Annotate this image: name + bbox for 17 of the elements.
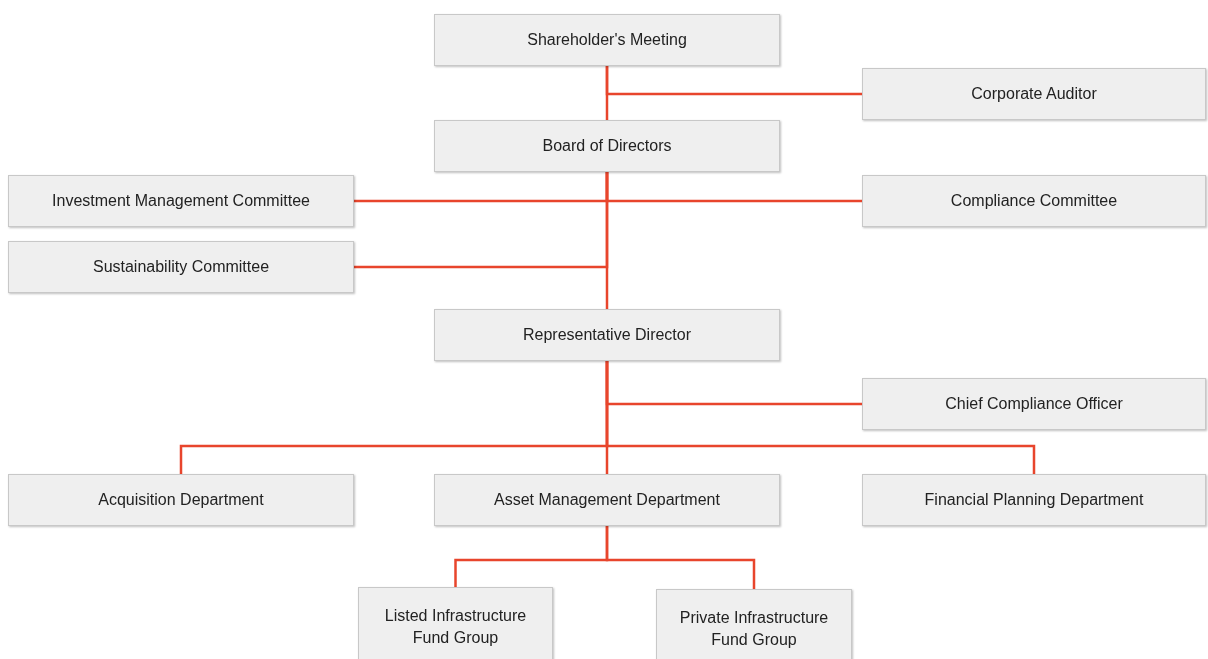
org-box: Asset Management Department (434, 474, 780, 526)
org-box: Acquisition Department (8, 474, 354, 526)
org-box: Listed Infrastructure Fund Group (358, 587, 553, 659)
connector-line (605, 361, 1036, 474)
org-box: Corporate Auditor (862, 68, 1206, 120)
org-box: Sustainability Committee (8, 241, 354, 293)
connector-line (605, 172, 609, 309)
connector-line (605, 526, 756, 589)
org-box: Investment Management Committee (8, 175, 354, 227)
connector-line (605, 66, 862, 96)
org-box: Financial Planning Department (862, 474, 1206, 526)
org-box: Shareholder's Meeting (434, 14, 780, 66)
org-box: Private Infrastructure Fund Group (656, 589, 852, 659)
org-box: Compliance Committee (862, 175, 1206, 227)
org-box: Chief Compliance Officer (862, 378, 1206, 430)
org-box: Representative Director (434, 309, 780, 361)
org-box: Board of Directors (434, 120, 780, 172)
